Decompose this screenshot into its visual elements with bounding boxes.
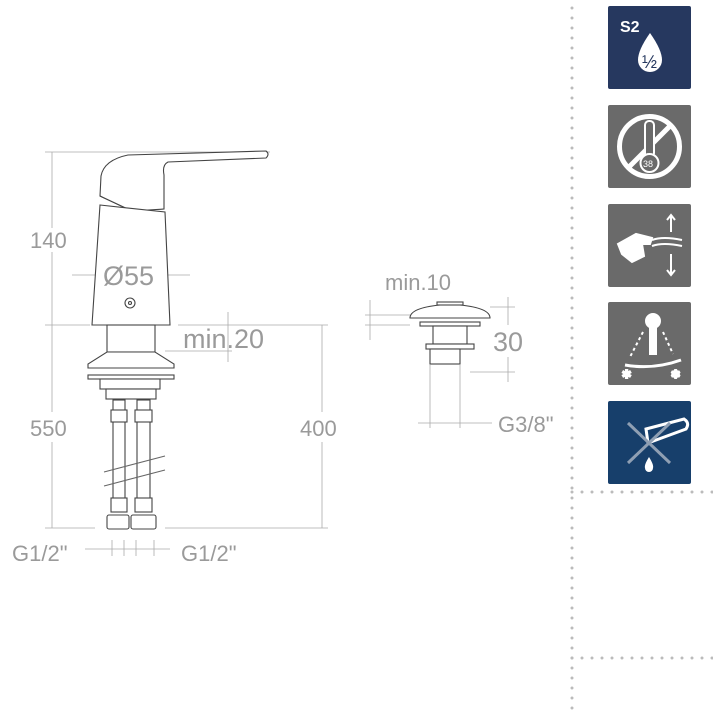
dotted-dividers [570, 6, 713, 713]
hot-cold-swivel-icon: ✲ ❄ [608, 302, 691, 385]
no-thermostat-icon: 38 [608, 105, 691, 188]
svg-text:✲: ✲ [622, 369, 631, 381]
no-low-pressure-heater-icon [608, 401, 691, 484]
dim-drain-min: min.10 [385, 270, 451, 295]
dim-drain-height: 30 [493, 327, 523, 357]
dimension-lines [45, 151, 515, 556]
svg-text:❄: ❄ [671, 369, 680, 381]
dim-hose-length: 400 [300, 416, 337, 441]
hand-flow-control-icon [608, 204, 691, 287]
dim-min-deck: min.20 [183, 324, 264, 354]
dim-drain-thread: G3/8" [498, 412, 554, 437]
s2-water-saving-icon: S2 ½ [608, 6, 691, 89]
svg-text:38: 38 [643, 159, 653, 169]
dim-height-upper: 140 [30, 228, 67, 253]
dim-inlet-right: G1/2" [181, 541, 237, 566]
dim-diameter: Ø55 [103, 261, 154, 291]
svg-text:½: ½ [642, 52, 657, 72]
drain-drawing [409, 301, 491, 365]
dim-height-lower: 550 [30, 416, 67, 441]
svg-text:S2: S2 [620, 19, 640, 36]
dim-inlet-left: G1/2" [12, 541, 68, 566]
faucet-drawing [87, 150, 269, 530]
